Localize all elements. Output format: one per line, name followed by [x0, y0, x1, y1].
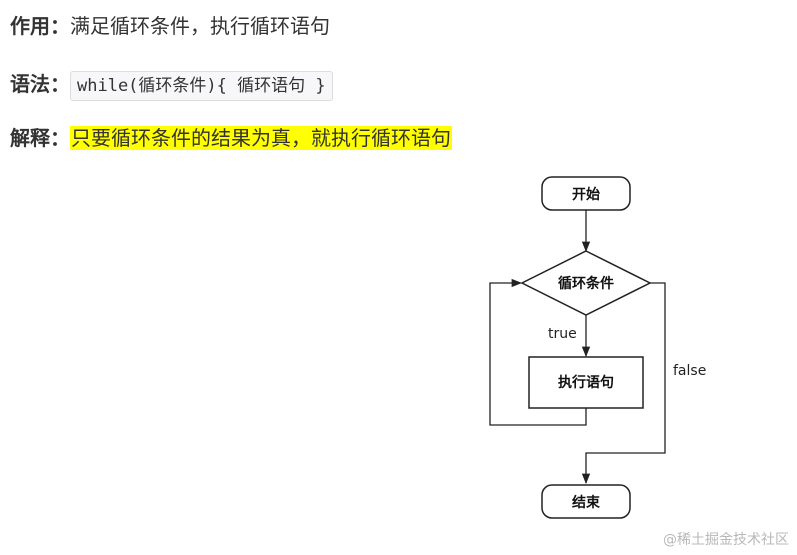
syntax-row: 语法：while(循环条件){ 循环语句 } [10, 70, 333, 101]
syntax-code: while(循环条件){ 循环语句 } [70, 70, 333, 101]
explain-text: 只要循环条件的结果为真，就执行循环语句 [70, 126, 452, 150]
body-node [528, 356, 644, 409]
end-node [541, 484, 631, 519]
explain-label: 解释： [10, 126, 70, 150]
purpose-label: 作用： [10, 14, 70, 38]
body-label: 执行语句 [558, 374, 614, 391]
explain-row: 解释：只要循环条件的结果为真，就执行循环语句 [10, 124, 452, 152]
condition-label: 循环条件 [558, 275, 614, 292]
arrow-loop-back [489, 278, 587, 426]
watermark: @稀土掘金技术社区 [663, 532, 789, 548]
false-label: false [673, 363, 706, 379]
end-label: 结束 [572, 494, 601, 511]
purpose-row: 作用：满足循环条件，执行循环语句 [10, 12, 330, 40]
start-label: 开始 [572, 186, 600, 203]
syntax-label: 语法： [10, 72, 70, 96]
arrow-false [581, 282, 666, 485]
purpose-text: 满足循环条件，执行循环语句 [70, 14, 330, 38]
true-label: true [548, 326, 577, 342]
